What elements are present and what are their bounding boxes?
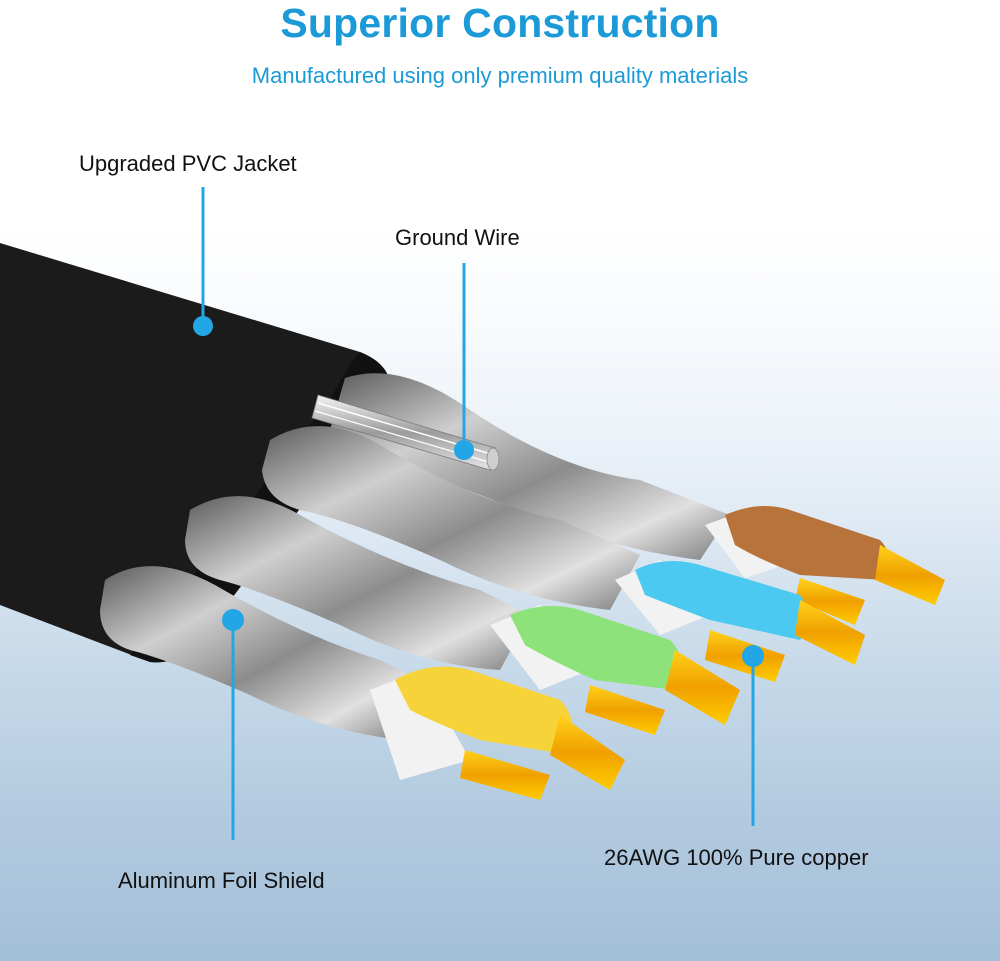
callout-jacket <box>193 187 213 336</box>
label-aluminum-foil-shield: Aluminum Foil Shield <box>118 868 325 893</box>
callout-dot-foil <box>222 609 244 631</box>
callout-copper <box>742 645 764 826</box>
foil-shield-pairs <box>100 373 730 740</box>
callout-dot-copper <box>742 645 764 667</box>
wire-pair-green <box>490 605 740 735</box>
callout-dot-ground <box>454 440 474 460</box>
callout-ground <box>454 263 474 460</box>
callout-foil <box>222 609 244 840</box>
page-subtitle: Manufactured using only premium quality … <box>251 63 749 88</box>
label-pure-copper: 26AWG 100% Pure copper <box>604 845 869 870</box>
wire-pair-brown <box>705 505 945 625</box>
label-pvc-jacket: Upgraded PVC Jacket <box>79 151 297 176</box>
callout-dot-jacket <box>193 316 213 336</box>
label-ground-wire: Ground Wire <box>395 225 520 250</box>
page-title: Superior Construction <box>280 0 720 46</box>
wire-pair-yellow <box>370 666 625 800</box>
